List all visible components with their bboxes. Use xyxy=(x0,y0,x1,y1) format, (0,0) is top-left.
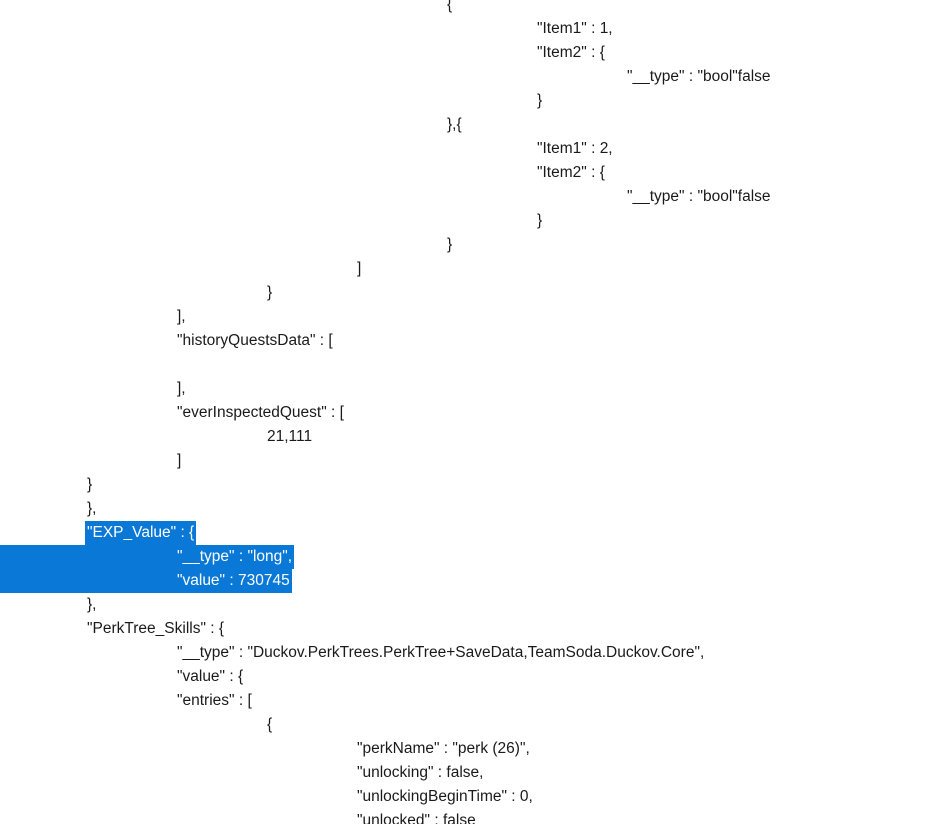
code-line[interactable]: "Item2" : { xyxy=(537,164,605,181)
code-line[interactable]: } xyxy=(87,476,93,493)
code-line[interactable]: "Item1" : 2, xyxy=(537,140,613,157)
code-line[interactable]: },{ xyxy=(447,116,462,133)
code-line[interactable]: } xyxy=(447,236,453,253)
code-line-selected[interactable]: "EXP_Value" : { xyxy=(87,524,195,541)
code-line[interactable]: "everInspectedQuest" : [ xyxy=(177,404,344,421)
code-line[interactable]: "__type" : "bool"false xyxy=(627,188,771,205)
code-line[interactable]: ] xyxy=(177,452,182,469)
code-line[interactable]: ], xyxy=(177,308,186,325)
code-line[interactable]: }, xyxy=(87,596,97,613)
code-line[interactable]: "value" : { xyxy=(177,668,244,685)
code-line[interactable]: { xyxy=(267,716,273,733)
selection-highlight xyxy=(85,521,196,545)
code-line[interactable]: "perkName" : "perk (26)", xyxy=(357,740,530,757)
code-line[interactable]: "entries" : [ xyxy=(177,692,252,709)
code-line[interactable]: "unlocking" : false, xyxy=(357,764,484,781)
code-line[interactable]: }, xyxy=(87,500,97,517)
code-line[interactable]: "__type" : "Duckov.PerkTrees.PerkTree+Sa… xyxy=(177,644,705,661)
code-line[interactable]: "Item2" : { xyxy=(537,44,605,61)
code-line[interactable]: ], xyxy=(177,380,186,397)
code-line[interactable]: { xyxy=(447,0,453,13)
code-line[interactable]: } xyxy=(267,284,273,301)
code-line[interactable]: } xyxy=(537,212,543,229)
code-line[interactable]: "unlocked" : false xyxy=(357,812,476,824)
code-line[interactable]: "PerkTree_Skills" : { xyxy=(87,620,225,637)
selection-highlight xyxy=(0,545,294,569)
code-line[interactable]: } xyxy=(537,92,543,109)
code-line[interactable]: "Item1" : 1, xyxy=(537,20,613,37)
code-line[interactable]: "__type" : "bool"false xyxy=(627,68,771,85)
code-line-selected[interactable]: "__type" : "long", xyxy=(177,548,293,565)
code-line[interactable]: ] xyxy=(357,260,362,277)
selection-highlight xyxy=(0,569,292,593)
code-line[interactable]: "historyQuestsData" : [ xyxy=(177,332,333,349)
code-line[interactable]: 21,111 xyxy=(267,428,313,445)
code-line[interactable]: "unlockingBeginTime" : 0, xyxy=(357,788,533,805)
code-line-selected[interactable]: "value" : 730745 xyxy=(177,572,290,589)
